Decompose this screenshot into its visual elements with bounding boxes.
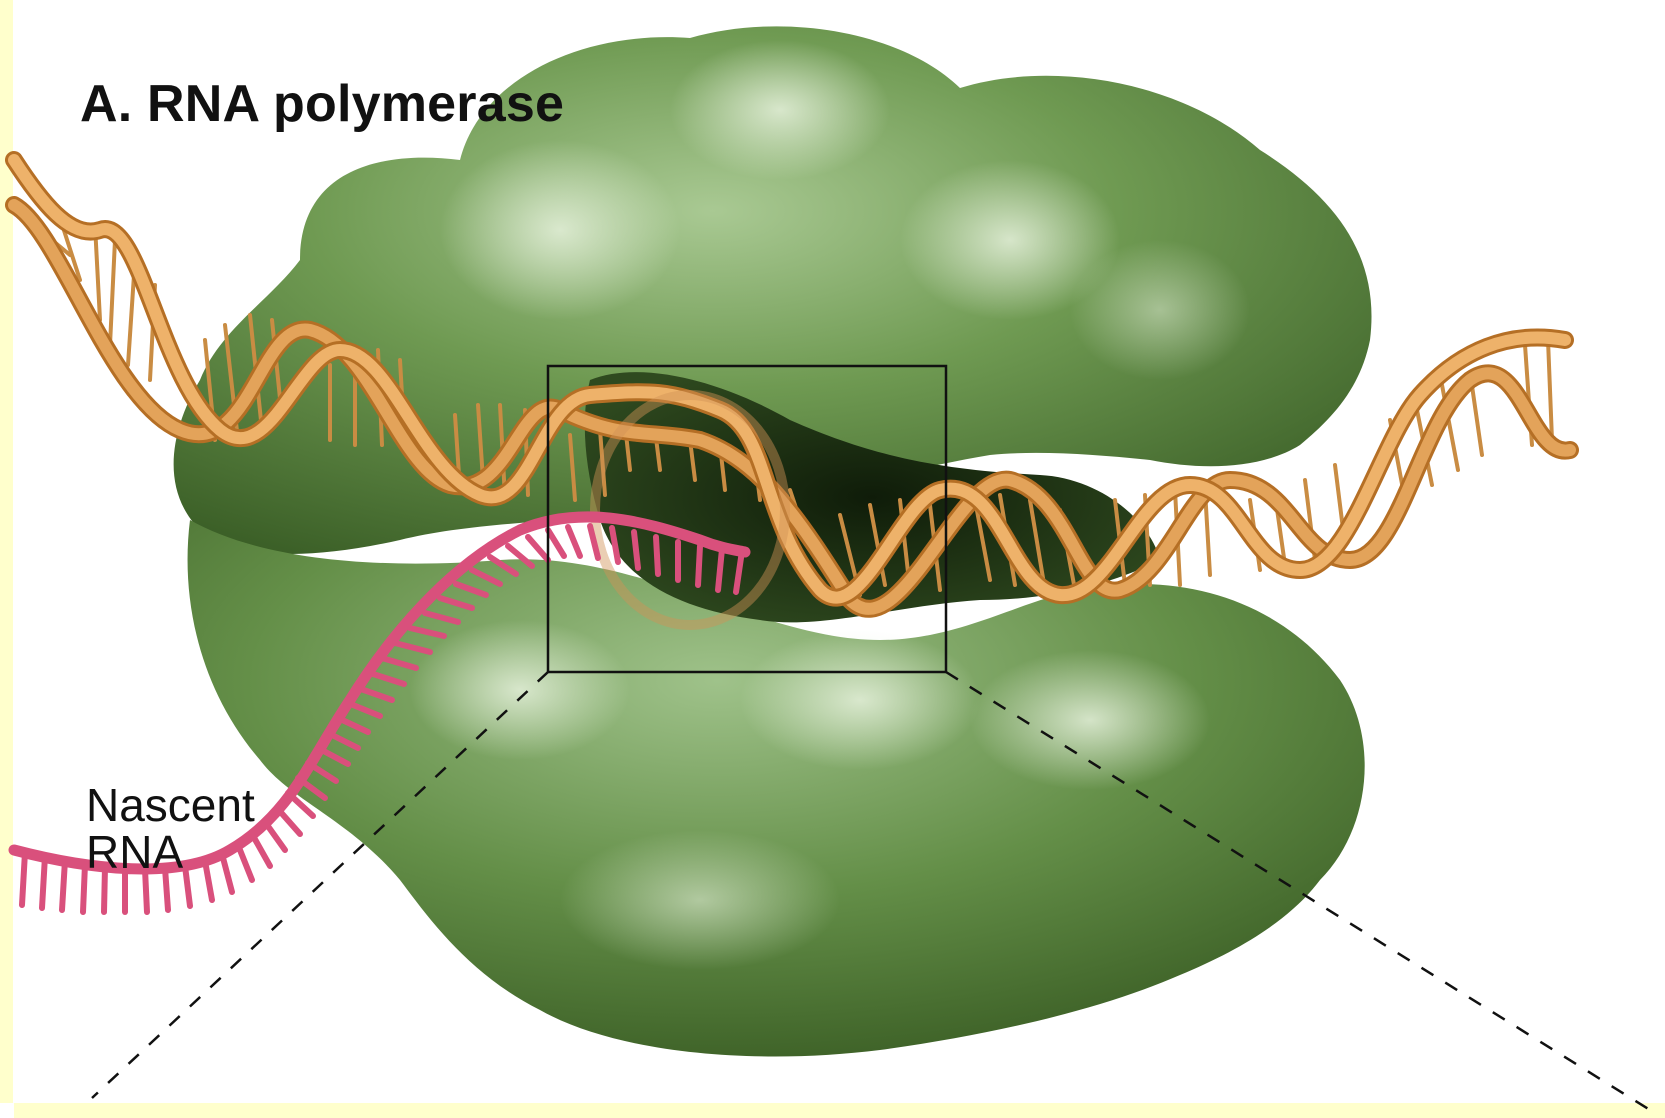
rna-label-line: Nascent bbox=[86, 782, 255, 829]
surface-highlight bbox=[970, 650, 1210, 790]
surface-highlight bbox=[740, 630, 980, 770]
rna-label-line: RNA bbox=[86, 829, 255, 876]
surface-highlight bbox=[440, 140, 680, 320]
nascent-rna-label: Nascent RNA bbox=[86, 782, 255, 876]
panel-title: A. RNA polymerase bbox=[80, 78, 564, 130]
surface-highlight bbox=[560, 830, 840, 970]
surface-highlight bbox=[670, 40, 890, 180]
surface-highlight bbox=[410, 620, 630, 760]
surface-highlight bbox=[1070, 240, 1250, 380]
